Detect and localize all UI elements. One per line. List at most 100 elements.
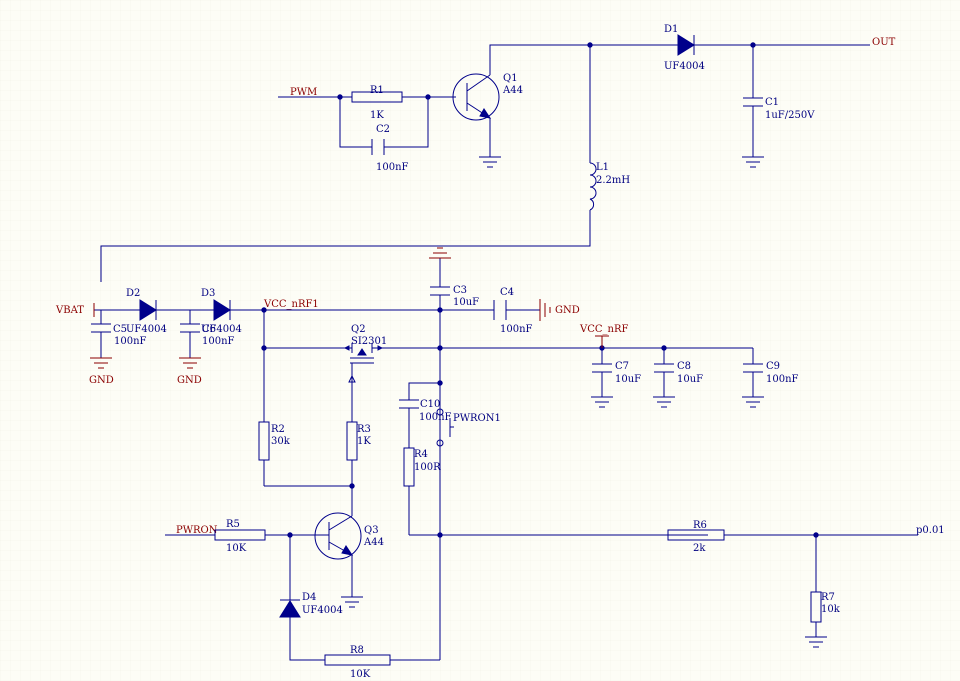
c8-value: 10uF (677, 374, 703, 385)
resistor-r7[interactable] (810, 591, 822, 623)
r1-value: 1K (370, 110, 384, 121)
r3-ref: R3 (357, 424, 371, 435)
ground-symbol-r7 (805, 636, 827, 648)
d3-value: UF4004 (201, 324, 242, 335)
r5-ref: R5 (226, 519, 240, 530)
q3-value: A44 (363, 537, 384, 548)
wires-top (100, 44, 870, 282)
diode-d2[interactable] (139, 299, 157, 321)
r5-value: 10K (226, 543, 247, 554)
transistor-q3[interactable] (314, 512, 362, 560)
resistor-r5[interactable] (214, 529, 266, 541)
l1-ref: L1 (596, 162, 609, 173)
r8-value: 10K (350, 669, 371, 680)
c5-ref: C5 (113, 324, 127, 335)
junctions-top (337, 42, 756, 100)
d3-ref: D3 (201, 288, 215, 299)
q2-value: SI2301 (351, 336, 387, 347)
r2-value: 30k (271, 436, 291, 447)
capacitor-c7[interactable] (592, 363, 612, 373)
pwron1-ref: PWRON1 (453, 413, 501, 424)
c9-value: 100nF (766, 374, 799, 385)
vcc-nrf-port (595, 335, 609, 348)
d1-value: UF4004 (664, 61, 705, 72)
r4-value: 100R (414, 462, 441, 473)
capacitor-c10[interactable] (399, 399, 419, 409)
r1-ref: R1 (370, 85, 384, 96)
capacitor-c4[interactable] (493, 300, 507, 320)
c4-ref: C4 (500, 287, 514, 298)
c2-value: 100nF (376, 162, 409, 173)
wires-middle (94, 258, 918, 660)
q1-value: A44 (502, 85, 523, 96)
c1-value: 1uF/250V (765, 110, 815, 121)
d4-ref: D4 (302, 592, 316, 603)
c10-value: 100nF (419, 412, 452, 423)
c4-value: 100nF (500, 324, 533, 335)
net-label-vcc-nrf1: VCC_nRF1 (263, 299, 319, 310)
diode-d4[interactable] (279, 599, 301, 618)
ground-symbol-c9 (742, 396, 764, 408)
gnd-label-c4: GND (555, 305, 580, 316)
c7-value: 10uF (615, 374, 641, 385)
net-label-pwron: PWRON (176, 525, 218, 536)
ground-symbol-c4 (539, 299, 551, 321)
r7-value: 10k (821, 604, 841, 615)
junctions-middle (261, 307, 819, 538)
transistor-q1[interactable] (452, 65, 500, 121)
c3-value: 10uF (453, 297, 479, 308)
inductor-l1[interactable] (589, 162, 597, 211)
resistor-r3[interactable] (346, 421, 358, 461)
r7-ref: R7 (821, 592, 835, 603)
q2-ref: Q2 (351, 324, 366, 335)
ground-symbol-q1 (479, 156, 501, 168)
capacitor-c3[interactable] (430, 286, 450, 296)
c3-ref: C3 (453, 285, 467, 296)
resistor-r8[interactable] (324, 654, 391, 666)
ground-symbol-c1 (742, 156, 764, 168)
capacitor-c8[interactable] (654, 363, 674, 373)
ground-symbol-c3 (429, 247, 451, 259)
resistor-r6[interactable] (667, 529, 725, 541)
resistor-r2[interactable] (258, 421, 270, 461)
c1-ref: C1 (765, 97, 779, 108)
d1-ref: D1 (664, 24, 678, 35)
wires-bottom (165, 534, 440, 661)
capacitor-c5[interactable] (91, 323, 111, 333)
q3-ref: Q3 (364, 525, 379, 536)
net-label-out: OUT (872, 37, 896, 48)
ground-symbol-c7 (591, 396, 613, 408)
resistor-r1[interactable] (351, 91, 403, 103)
mosfet-q2[interactable] (343, 343, 384, 383)
r3-value: 1K (357, 436, 371, 447)
d2-ref: D2 (126, 288, 140, 299)
resistor-r4[interactable] (403, 447, 415, 487)
capacitor-c9[interactable] (743, 363, 763, 373)
c10-ref: C10 (420, 399, 440, 410)
c8-ref: C8 (677, 361, 691, 372)
net-label-vbat: VBAT (55, 305, 84, 316)
capacitor-c2[interactable] (371, 139, 385, 155)
net-label-vcc-nrf: VCC_nRF (579, 324, 628, 335)
net-label-pwm: PWM (290, 87, 317, 98)
ground-symbol-c6 (179, 357, 201, 369)
c7-ref: C7 (615, 361, 629, 372)
ground-symbol-q3 (341, 596, 363, 608)
ground-symbol-c8 (653, 396, 675, 408)
c5-value: 100nF (114, 336, 147, 347)
gnd-label-c6: GND (177, 375, 202, 386)
l1-value: 2.2mH (596, 175, 630, 186)
c2-ref: C2 (376, 124, 390, 135)
ground-symbol-c5 (90, 357, 112, 369)
r6-value: 2k (693, 543, 706, 554)
capacitor-c6[interactable] (180, 323, 200, 333)
d4-value: UF4004 (302, 605, 343, 616)
pushbutton-pwron1[interactable] (436, 408, 454, 447)
diode-d1[interactable] (677, 34, 695, 56)
r2-ref: R2 (271, 424, 285, 435)
net-label-p001: p0.01 (916, 525, 945, 536)
diode-d3[interactable] (213, 299, 231, 321)
capacitor-c1[interactable] (743, 97, 763, 107)
